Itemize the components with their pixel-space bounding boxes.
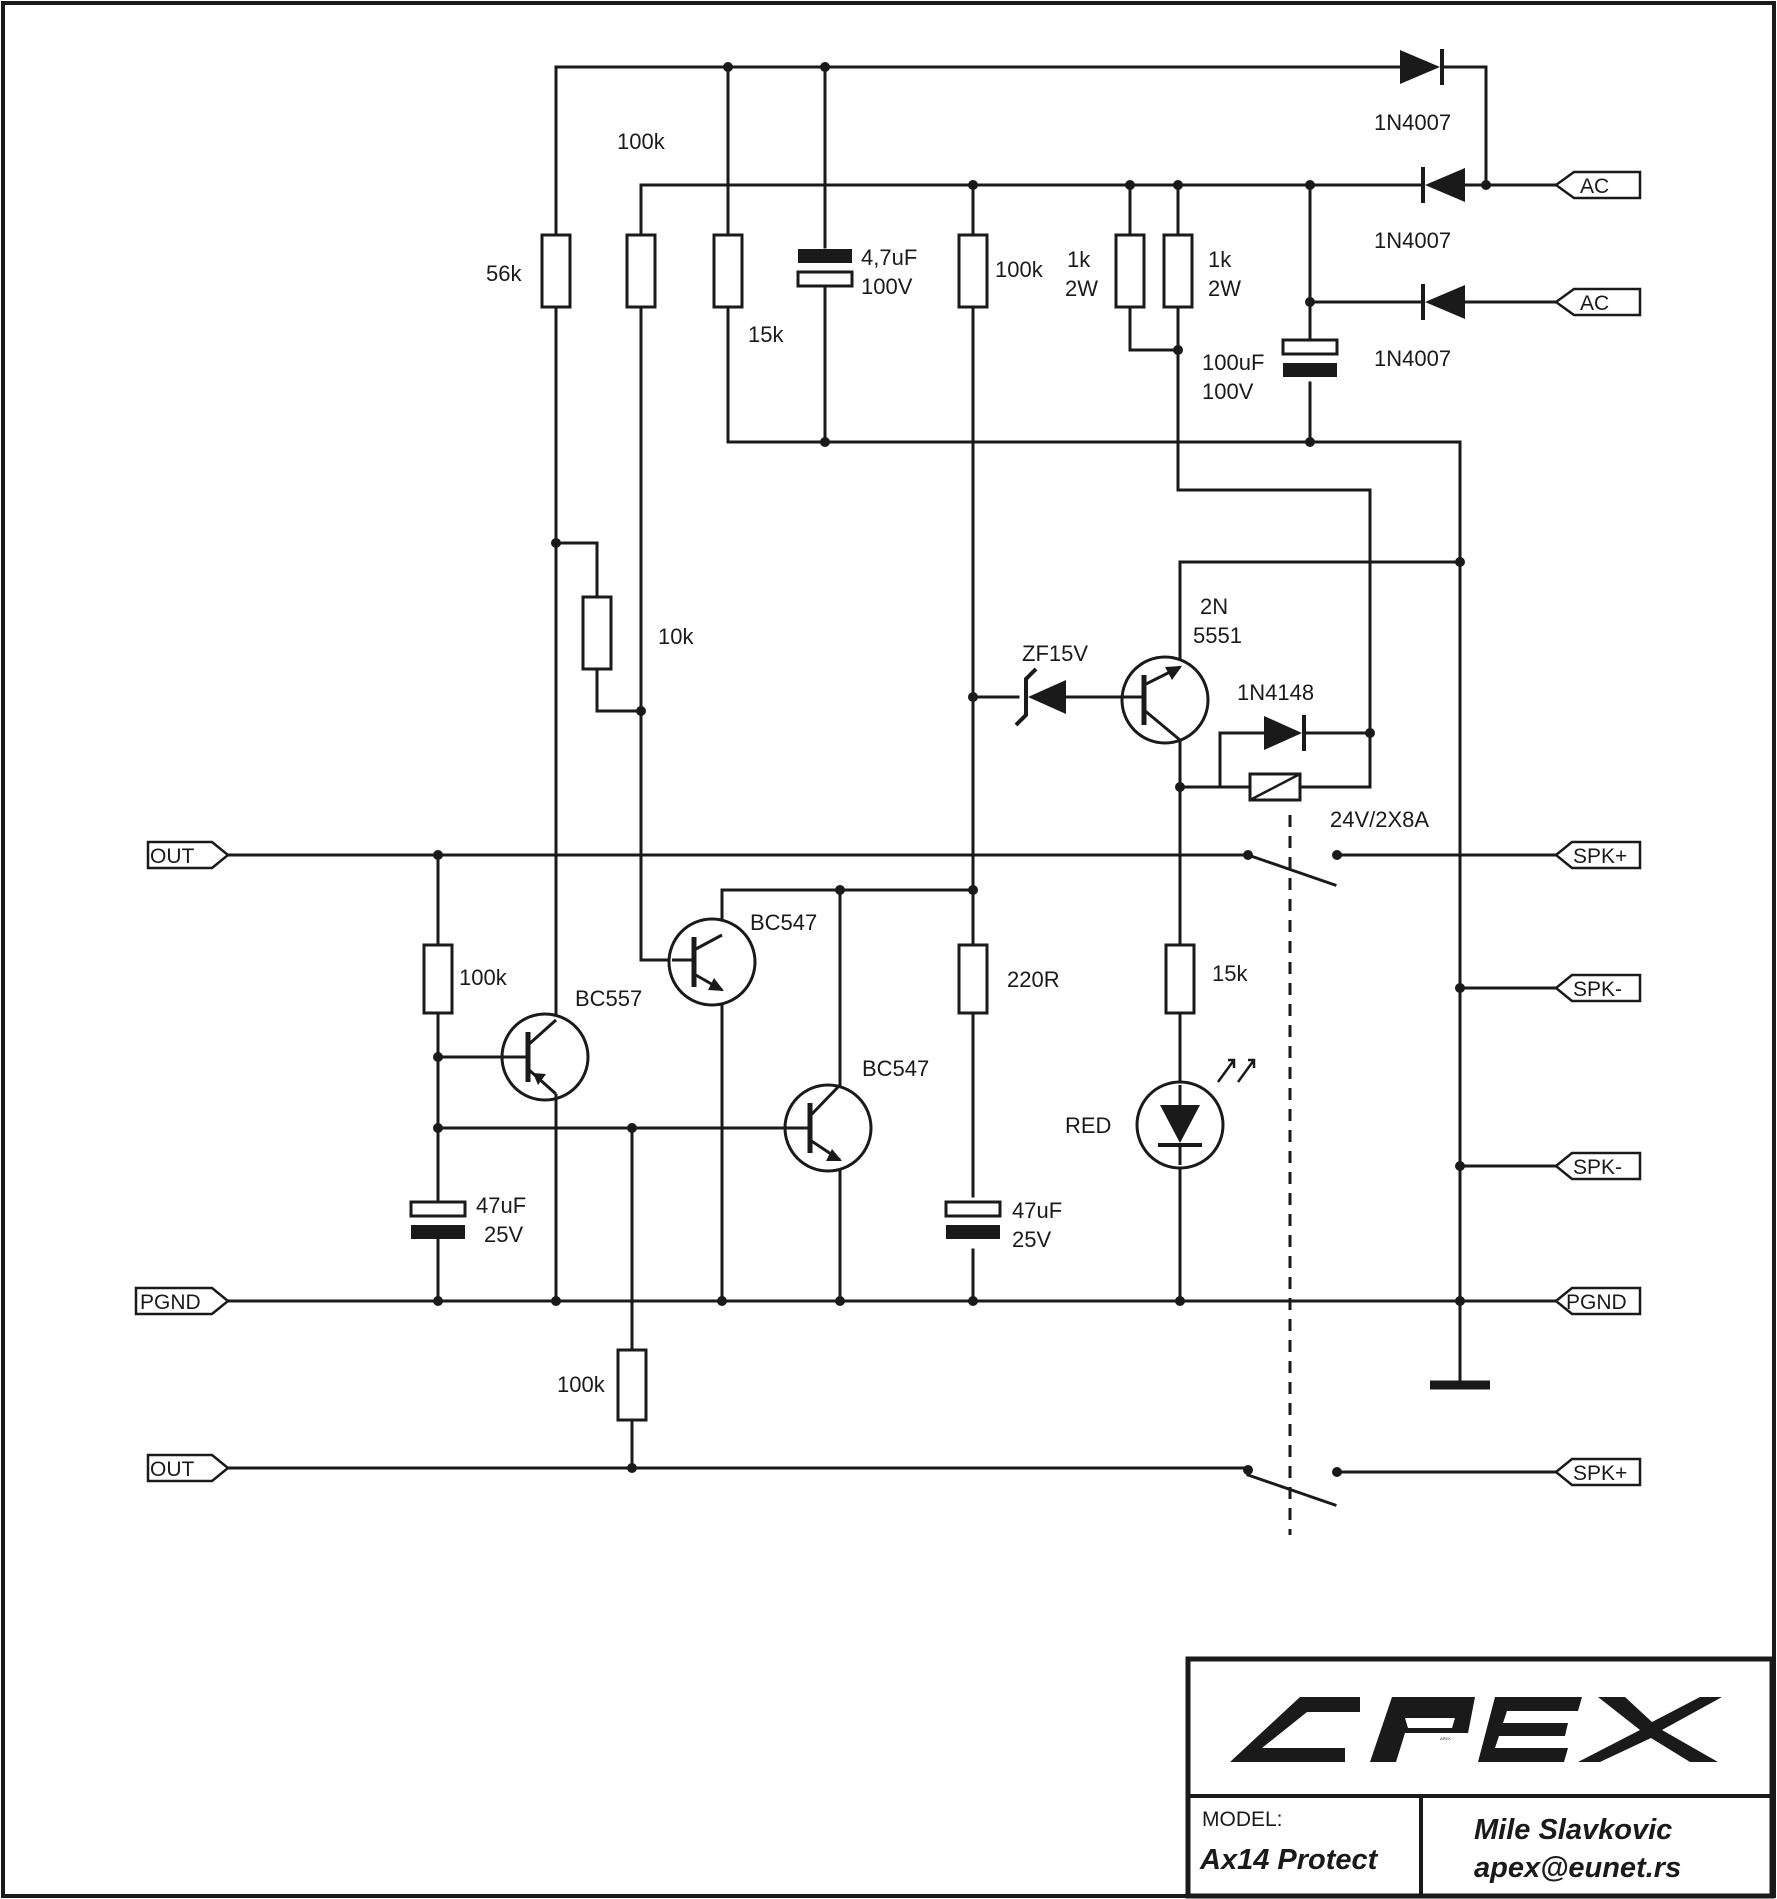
capacitor-47uf-right [944, 1200, 1002, 1239]
label-relay: 24V/2X8A [1330, 807, 1429, 832]
port-pgnd-right: PGND [1554, 1286, 1642, 1316]
label-d1: 1N4007 [1374, 110, 1451, 135]
transistor-bc557 [500, 1012, 590, 1301]
port-spk-plus-bottom-label: SPK+ [1573, 1462, 1627, 1485]
resistor-15k-led [1164, 943, 1196, 1015]
logo-text: APEX [1440, 1736, 1451, 1741]
label-bc557: BC557 [575, 986, 642, 1011]
label-bc547-lower: BC547 [862, 1056, 929, 1081]
ports: AC AC SPK+ SPK- SPK- PGND SPK+ OUT [134, 170, 1642, 1487]
transistor-bc547-lower [778, 1083, 873, 1173]
diode-1n4007-middle [1398, 167, 1465, 203]
resistor-100k-left [422, 943, 454, 1015]
diode-1n4148 [1264, 715, 1306, 751]
wires [226, 65, 1558, 1507]
label-bc547-upper: BC547 [750, 910, 817, 935]
model-label: MODEL: [1202, 1808, 1283, 1831]
label-d2: 1N4007 [1374, 228, 1451, 253]
label-r100k-bottom: 100k [557, 1372, 606, 1397]
resistors [422, 233, 1302, 1422]
resistor-100k-top [625, 233, 657, 309]
capacitor-4-7uf [796, 249, 854, 288]
diode-1n4007-bottom [1398, 284, 1465, 320]
label-d-1n4148: 1N4148 [1237, 680, 1314, 705]
port-spk-minus-b-label: SPK- [1573, 1156, 1622, 1179]
port-spk-plus-top: SPK+ [1554, 840, 1642, 870]
resistor-220r [957, 943, 989, 1015]
label-d3: 1N4007 [1374, 346, 1451, 371]
label-c47-left-voltage: 25V [484, 1222, 523, 1247]
label-r100k-left: 100k [459, 965, 508, 990]
label-r56k: 56k [486, 261, 522, 286]
label-r1k-a: 1k [1067, 247, 1091, 272]
label-r15k-top: 15k [748, 322, 784, 347]
port-ac-1: AC [1553, 170, 1642, 200]
label-r1k-b: 1k [1208, 247, 1232, 272]
label-led: RED [1065, 1113, 1111, 1138]
label-r10k: 10k [658, 624, 694, 649]
label-c47-right-voltage: 25V [1012, 1227, 1051, 1252]
diodes [1014, 49, 1467, 751]
label-zener: ZF15V [1022, 641, 1088, 666]
apex-logo: APEX [1230, 1697, 1722, 1762]
label-r15k-led: 15k [1212, 961, 1248, 986]
label-r100k-mid: 100k [995, 257, 1044, 282]
label-r1k-a-power: 2W [1065, 276, 1098, 301]
transistor-2n5551 [1117, 655, 1210, 745]
port-spk-minus-b: SPK- [1554, 1151, 1642, 1181]
port-out-bottom: OUT [146, 1453, 230, 1483]
author-name: Mile Slavkovic [1474, 1814, 1672, 1846]
capacitor-100uf [1281, 338, 1339, 377]
port-ac-2: AC [1553, 287, 1642, 317]
resistor-100k-bottom [616, 1348, 648, 1422]
resistor-100k-mid [957, 233, 989, 309]
port-out-top-label: OUT [150, 845, 195, 868]
resistor-1k-b [1162, 233, 1194, 309]
port-out-bottom-label: OUT [150, 1458, 195, 1481]
resistor-15k-top [712, 233, 744, 309]
label-q-5551: 5551 [1193, 623, 1242, 648]
resistor-10k [581, 595, 613, 671]
label-c100uf-voltage: 100V [1202, 379, 1254, 404]
label-c100uf: 100uF [1202, 350, 1264, 375]
port-spk-plus-bottom: SPK+ [1554, 1457, 1642, 1487]
port-spk-plus-top-label: SPK+ [1573, 845, 1627, 868]
label-c4-7uf: 4,7uF [861, 245, 917, 270]
author-email: apex@eunet.rs [1474, 1852, 1681, 1884]
title-block: APEX MODEL: Ax14 Protect Mile Slavkovic … [1185, 1656, 1775, 1899]
capacitor-47uf-left [409, 1200, 467, 1239]
port-ac-1-label: AC [1580, 175, 1609, 198]
led-red [1135, 1058, 1256, 1170]
label-r100k-top: 100k [617, 129, 666, 154]
port-spk-minus-a-label: SPK- [1573, 978, 1622, 1001]
port-ac-2-label: AC [1580, 292, 1609, 315]
label-c4-7uf-voltage: 100V [861, 274, 913, 299]
label-r1k-b-power: 2W [1208, 276, 1241, 301]
label-c47-right: 47uF [1012, 1198, 1062, 1223]
port-out-top: OUT [146, 840, 230, 870]
port-pgnd-left: PGND [134, 1286, 230, 1316]
junction-dots [433, 62, 1491, 1477]
port-pgnd-left-label: PGND [140, 1291, 201, 1314]
transistor-bc547-upper [667, 917, 757, 1007]
label-r220: 220R [1007, 967, 1060, 992]
resistor-1k-a [1114, 233, 1146, 309]
diode-1n4007-top [1400, 49, 1467, 85]
port-pgnd-right-label: PGND [1566, 1291, 1627, 1314]
transistors [500, 655, 1210, 1301]
label-c47-left: 47uF [476, 1193, 526, 1218]
port-spk-minus-a: SPK- [1554, 973, 1642, 1003]
model-name: Ax14 Protect [1199, 1844, 1379, 1876]
zener-diode-zf15v [1014, 667, 1066, 727]
label-q-2n: 2N [1200, 594, 1228, 619]
capacitors [409, 249, 1339, 1239]
component-labels: 56k 100k 15k 4,7uF 100V 100k 1k 2W 1k 2W… [459, 110, 1451, 1397]
resistor-56k [540, 233, 572, 309]
